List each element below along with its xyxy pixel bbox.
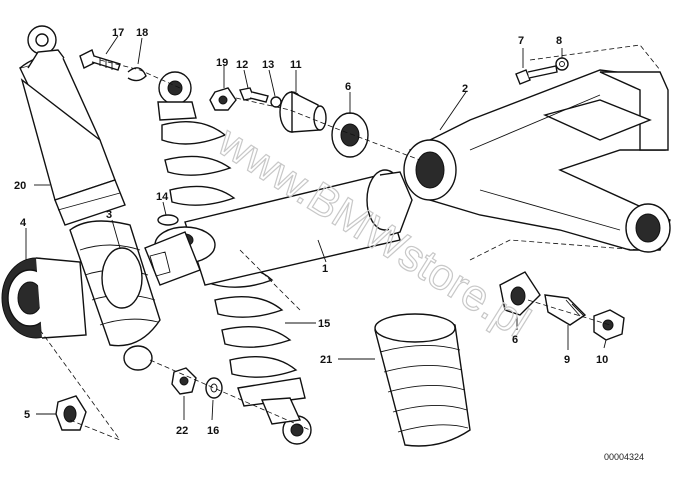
o-ring-14 bbox=[157, 214, 179, 226]
callout-12: 12 bbox=[236, 59, 248, 71]
callout-22: 22 bbox=[176, 425, 188, 437]
reference-number: 00004324 bbox=[604, 452, 644, 462]
assembly-lines bbox=[39, 44, 661, 441]
pivot-shaft bbox=[144, 169, 413, 286]
washer-8 bbox=[555, 57, 569, 71]
callout-1: 1 bbox=[322, 263, 328, 275]
callout-18: 18 bbox=[136, 27, 148, 39]
callout-8: 8 bbox=[556, 35, 562, 47]
circlip-18 bbox=[127, 67, 147, 82]
rubber-ring-4 bbox=[1, 257, 87, 339]
callout-2: 2 bbox=[462, 83, 468, 95]
bearing-6-lower bbox=[499, 271, 541, 316]
callout-6-top: 6 bbox=[345, 81, 351, 93]
callout-5: 5 bbox=[24, 409, 30, 421]
bellows-boot-left bbox=[69, 220, 161, 371]
bolt-17 bbox=[79, 49, 121, 71]
bolt-12 bbox=[239, 87, 269, 103]
callout-13: 13 bbox=[262, 59, 274, 71]
bushing-5 bbox=[55, 395, 87, 431]
washer-16 bbox=[205, 377, 223, 399]
callout-7: 7 bbox=[518, 35, 524, 47]
adjuster-9 bbox=[544, 294, 587, 326]
swing-arm bbox=[403, 69, 671, 253]
callout-15: 15 bbox=[318, 318, 330, 330]
bolt-7 bbox=[515, 65, 558, 85]
nut-22 bbox=[171, 367, 197, 395]
rubber-boot bbox=[374, 313, 471, 447]
bearing-top bbox=[331, 112, 369, 158]
callout-3: 3 bbox=[106, 209, 112, 221]
callout-21: 21 bbox=[320, 354, 332, 366]
callout-9: 9 bbox=[564, 354, 570, 366]
nut-19 bbox=[209, 87, 237, 111]
callout-10: 10 bbox=[596, 354, 608, 366]
callout-19: 19 bbox=[216, 57, 228, 69]
callout-14: 14 bbox=[156, 191, 169, 203]
shock-absorber-body bbox=[19, 25, 126, 226]
callout-16: 16 bbox=[207, 425, 219, 437]
callout-4: 4 bbox=[20, 217, 27, 229]
callout-20: 20 bbox=[14, 180, 26, 192]
callout-11: 11 bbox=[290, 59, 302, 71]
callout-6-lower: 6 bbox=[512, 334, 518, 346]
callout-17: 17 bbox=[112, 27, 124, 39]
washer-13 bbox=[270, 96, 282, 108]
flange-mount bbox=[279, 90, 327, 133]
leader-lines bbox=[25, 35, 607, 421]
